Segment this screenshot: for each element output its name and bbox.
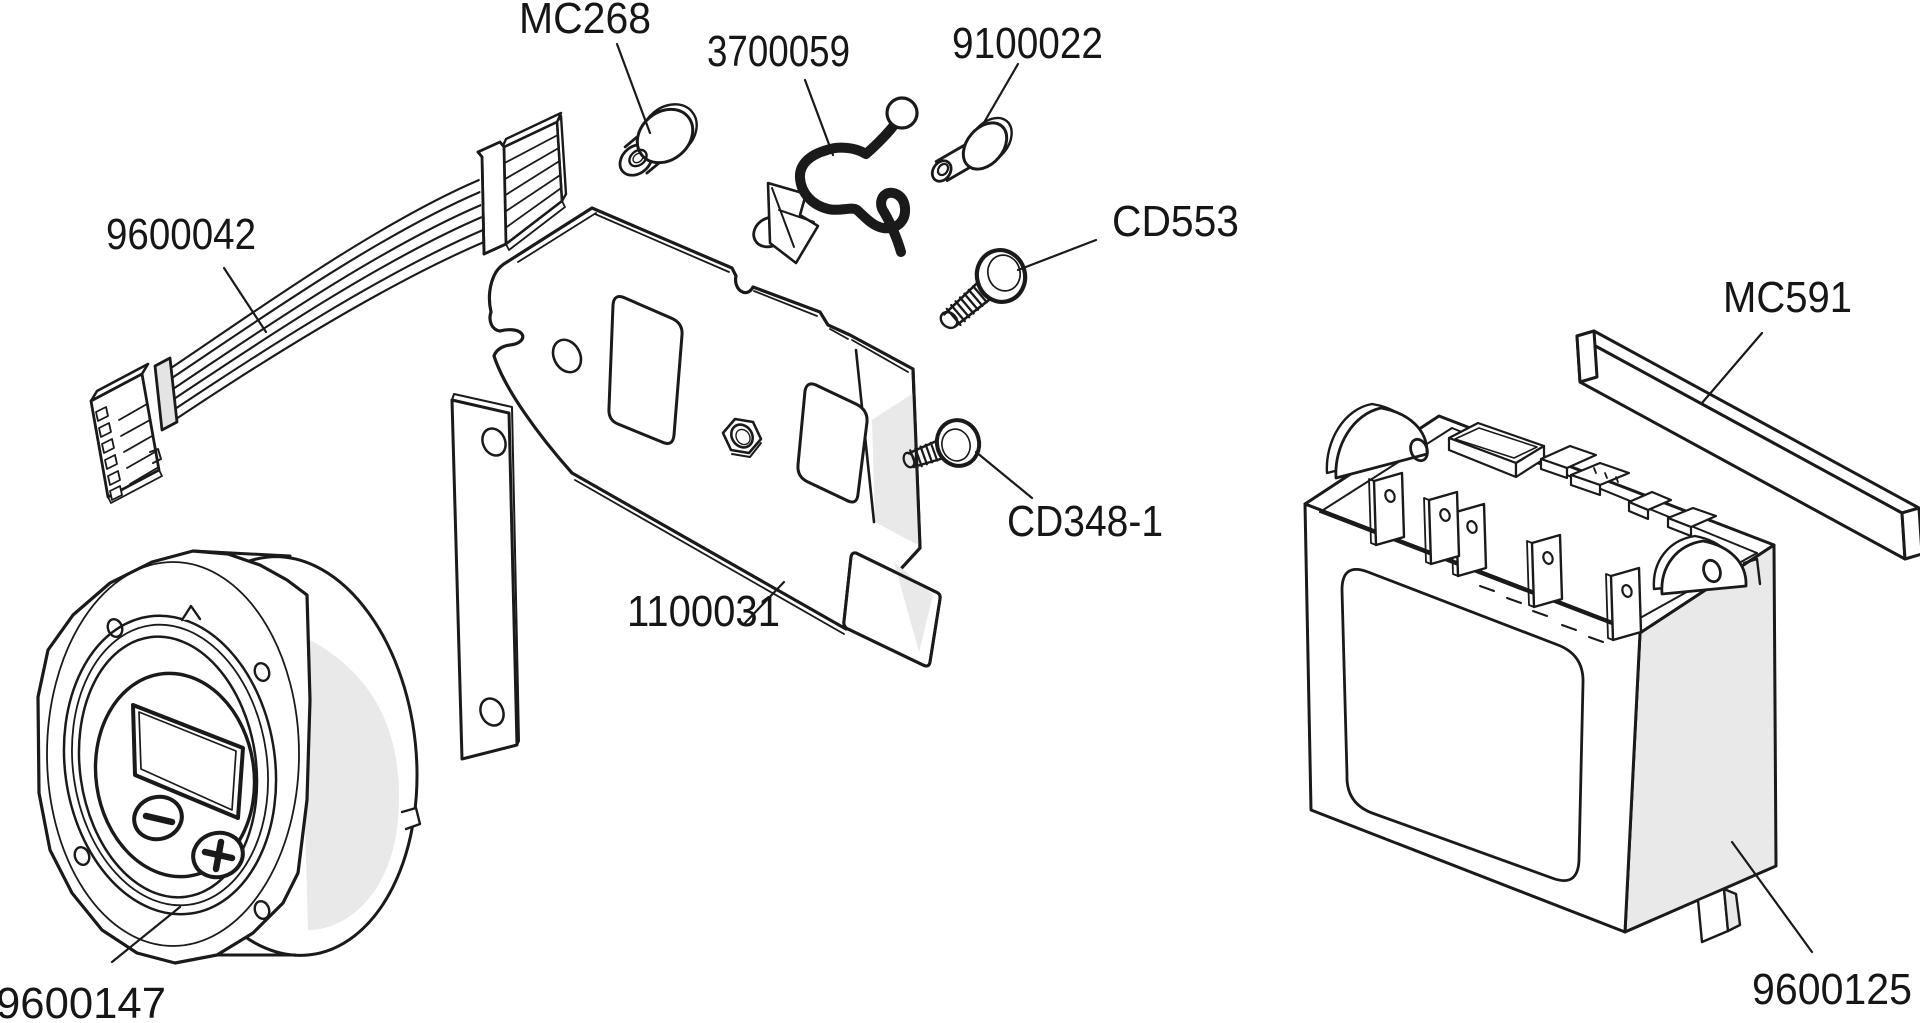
part-label-MC591: MC591	[1723, 273, 1852, 322]
connector-collar	[153, 356, 179, 432]
box-foot	[1696, 887, 1742, 944]
part-label-CD348-1: CD348-1	[1007, 497, 1163, 546]
clip-wire	[794, 119, 911, 257]
bracket-fold-shading	[872, 392, 920, 546]
part-screw-short	[902, 418, 982, 470]
connector-pin-slots	[95, 406, 123, 501]
bracket-hole	[551, 338, 583, 374]
part-label-CD553: CD553	[1112, 197, 1239, 246]
box-terminal-blades	[1368, 471, 1643, 642]
part-display-gauge	[36, 549, 422, 965]
leader-9100022	[980, 62, 1020, 128]
cable-connector-upper	[476, 111, 568, 256]
leader-9600147	[110, 905, 182, 964]
bracket-sub-plate	[450, 393, 520, 761]
bracket-cutout-left	[607, 295, 684, 445]
box-hinge-tab-right	[1652, 534, 1762, 596]
part-cover-strip	[1575, 329, 1920, 561]
part-control-box	[1303, 402, 1778, 944]
part-label-9600042: 9600042	[106, 210, 256, 259]
gauge-index-notch	[180, 604, 202, 622]
leader-MC268	[615, 42, 652, 135]
gauge-plus-button[interactable]	[188, 827, 248, 882]
box-compartments	[1447, 421, 1718, 538]
leader-3700059	[803, 78, 835, 157]
gauge-minus-button[interactable]	[129, 792, 186, 845]
ribbon-wires	[169, 178, 486, 421]
part-label-9600125: 9600125	[1752, 965, 1912, 1014]
leader-CD553	[1016, 238, 1098, 272]
part-grommet	[618, 103, 698, 177]
bracket-cutout-right	[796, 382, 869, 504]
clip-ball-end	[885, 96, 919, 130]
gauge-flange-holes	[73, 618, 271, 920]
leader-9600125	[1730, 840, 1814, 954]
bracket-hex-nut	[721, 417, 763, 458]
part-screw-long	[939, 248, 1028, 330]
minus-icon	[142, 812, 176, 826]
gauge-lcd-screen	[131, 703, 245, 820]
part-label-9100022: 9100022	[952, 19, 1103, 68]
box-hinge-tab-left	[1325, 402, 1429, 480]
bracket-flap	[842, 551, 942, 668]
leader-1100031	[742, 580, 786, 626]
leader-lines	[110, 42, 1814, 964]
part-label-MC268: MC268	[519, 0, 651, 43]
part-wire-clip	[752, 96, 919, 265]
plus-icon	[201, 838, 236, 873]
leader-9600042	[222, 266, 268, 334]
box-tray-floor-dashes	[1479, 585, 1604, 643]
leader-MC591	[1700, 331, 1764, 405]
part-mounting-bracket	[487, 206, 942, 668]
part-label-1100031: 1100031	[627, 587, 780, 636]
part-rivet	[930, 116, 1013, 183]
part-label-9600147: 9600147	[0, 979, 166, 1023]
gauge-body-shading	[300, 640, 399, 930]
part-cable-harness	[89, 111, 568, 504]
part-label-3700059: 3700059	[707, 27, 850, 76]
cable-connector-lower	[89, 356, 179, 504]
leader-CD348-1	[974, 450, 1034, 500]
box-front-recess	[1340, 567, 1585, 883]
